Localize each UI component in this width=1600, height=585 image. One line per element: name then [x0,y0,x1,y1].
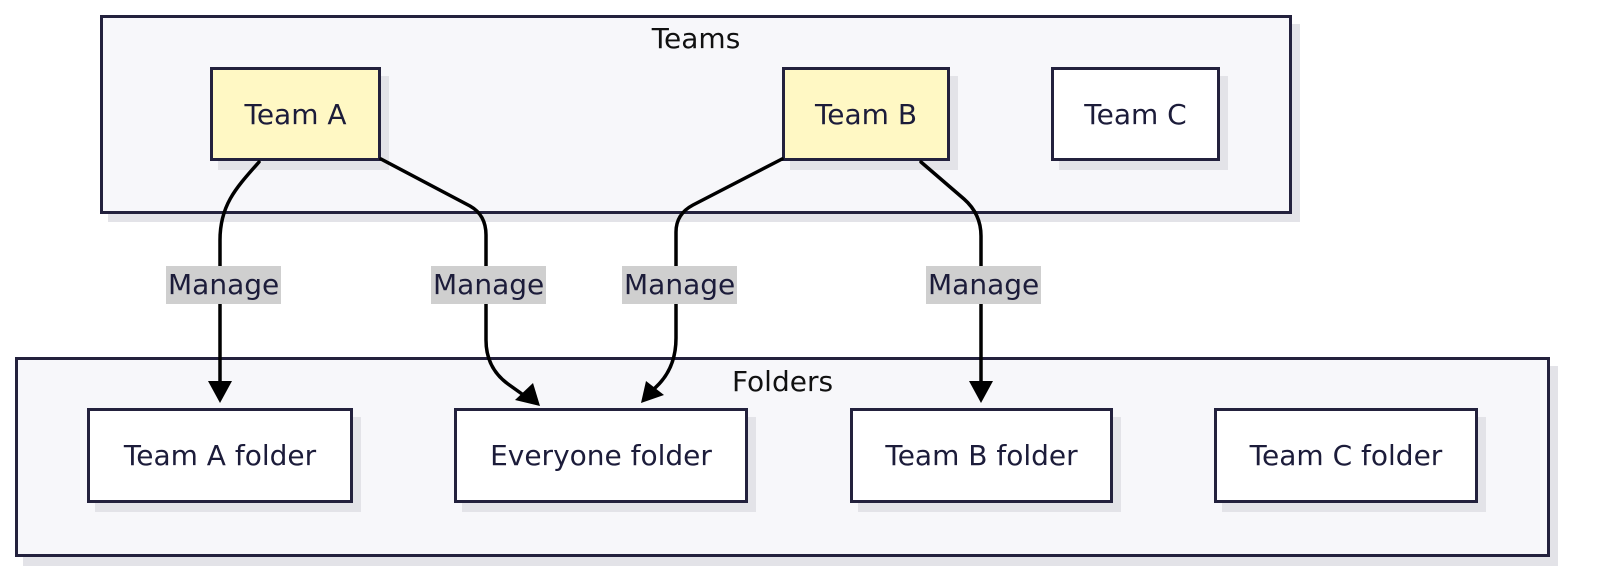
team-b-node[interactable]: Team B [782,67,950,161]
team-b-folder-label: Team B folder [885,439,1078,472]
folders-cluster-title: Folders [731,365,834,398]
team-b-folder-node[interactable]: Team B folder [850,408,1113,503]
team-a-folder-node[interactable]: Team A folder [87,408,353,503]
team-c-node[interactable]: Team C [1051,67,1220,161]
team-b-label: Team B [814,97,918,131]
edge-team-b-to-team-b-folder [919,160,983,384]
team-c-label: Team C [1084,97,1187,131]
edge-label-team-b-to-everyone-folder: Manage [622,266,738,304]
arrowhead-team-b-folder [969,381,993,403]
team-c-folder-label: Team C folder [1249,439,1443,472]
everyone-folder-label: Everyone folder [490,439,712,472]
edge-label-team-b-to-team-b-folder: Manage [926,266,1042,304]
edge-label-team-a-to-team-a-folder: Manage [166,266,282,304]
arrowhead-team-a-folder [208,381,232,403]
edge-team-a-to-team-a-folder [218,160,261,384]
arrowhead-everyone-folder-right [641,381,664,403]
arrowhead-everyone-folder-left [515,383,540,406]
teams-cluster-title: Teams [651,22,741,55]
team-a-label: Team A [244,97,347,131]
everyone-folder-node[interactable]: Everyone folder [454,408,748,503]
team-a-node[interactable]: Team A [210,67,381,161]
team-c-folder-node[interactable]: Team C folder [1214,408,1478,503]
edge-label-team-a-to-everyone-folder: Manage [431,266,547,304]
team-a-folder-label: Team A folder [123,439,317,472]
